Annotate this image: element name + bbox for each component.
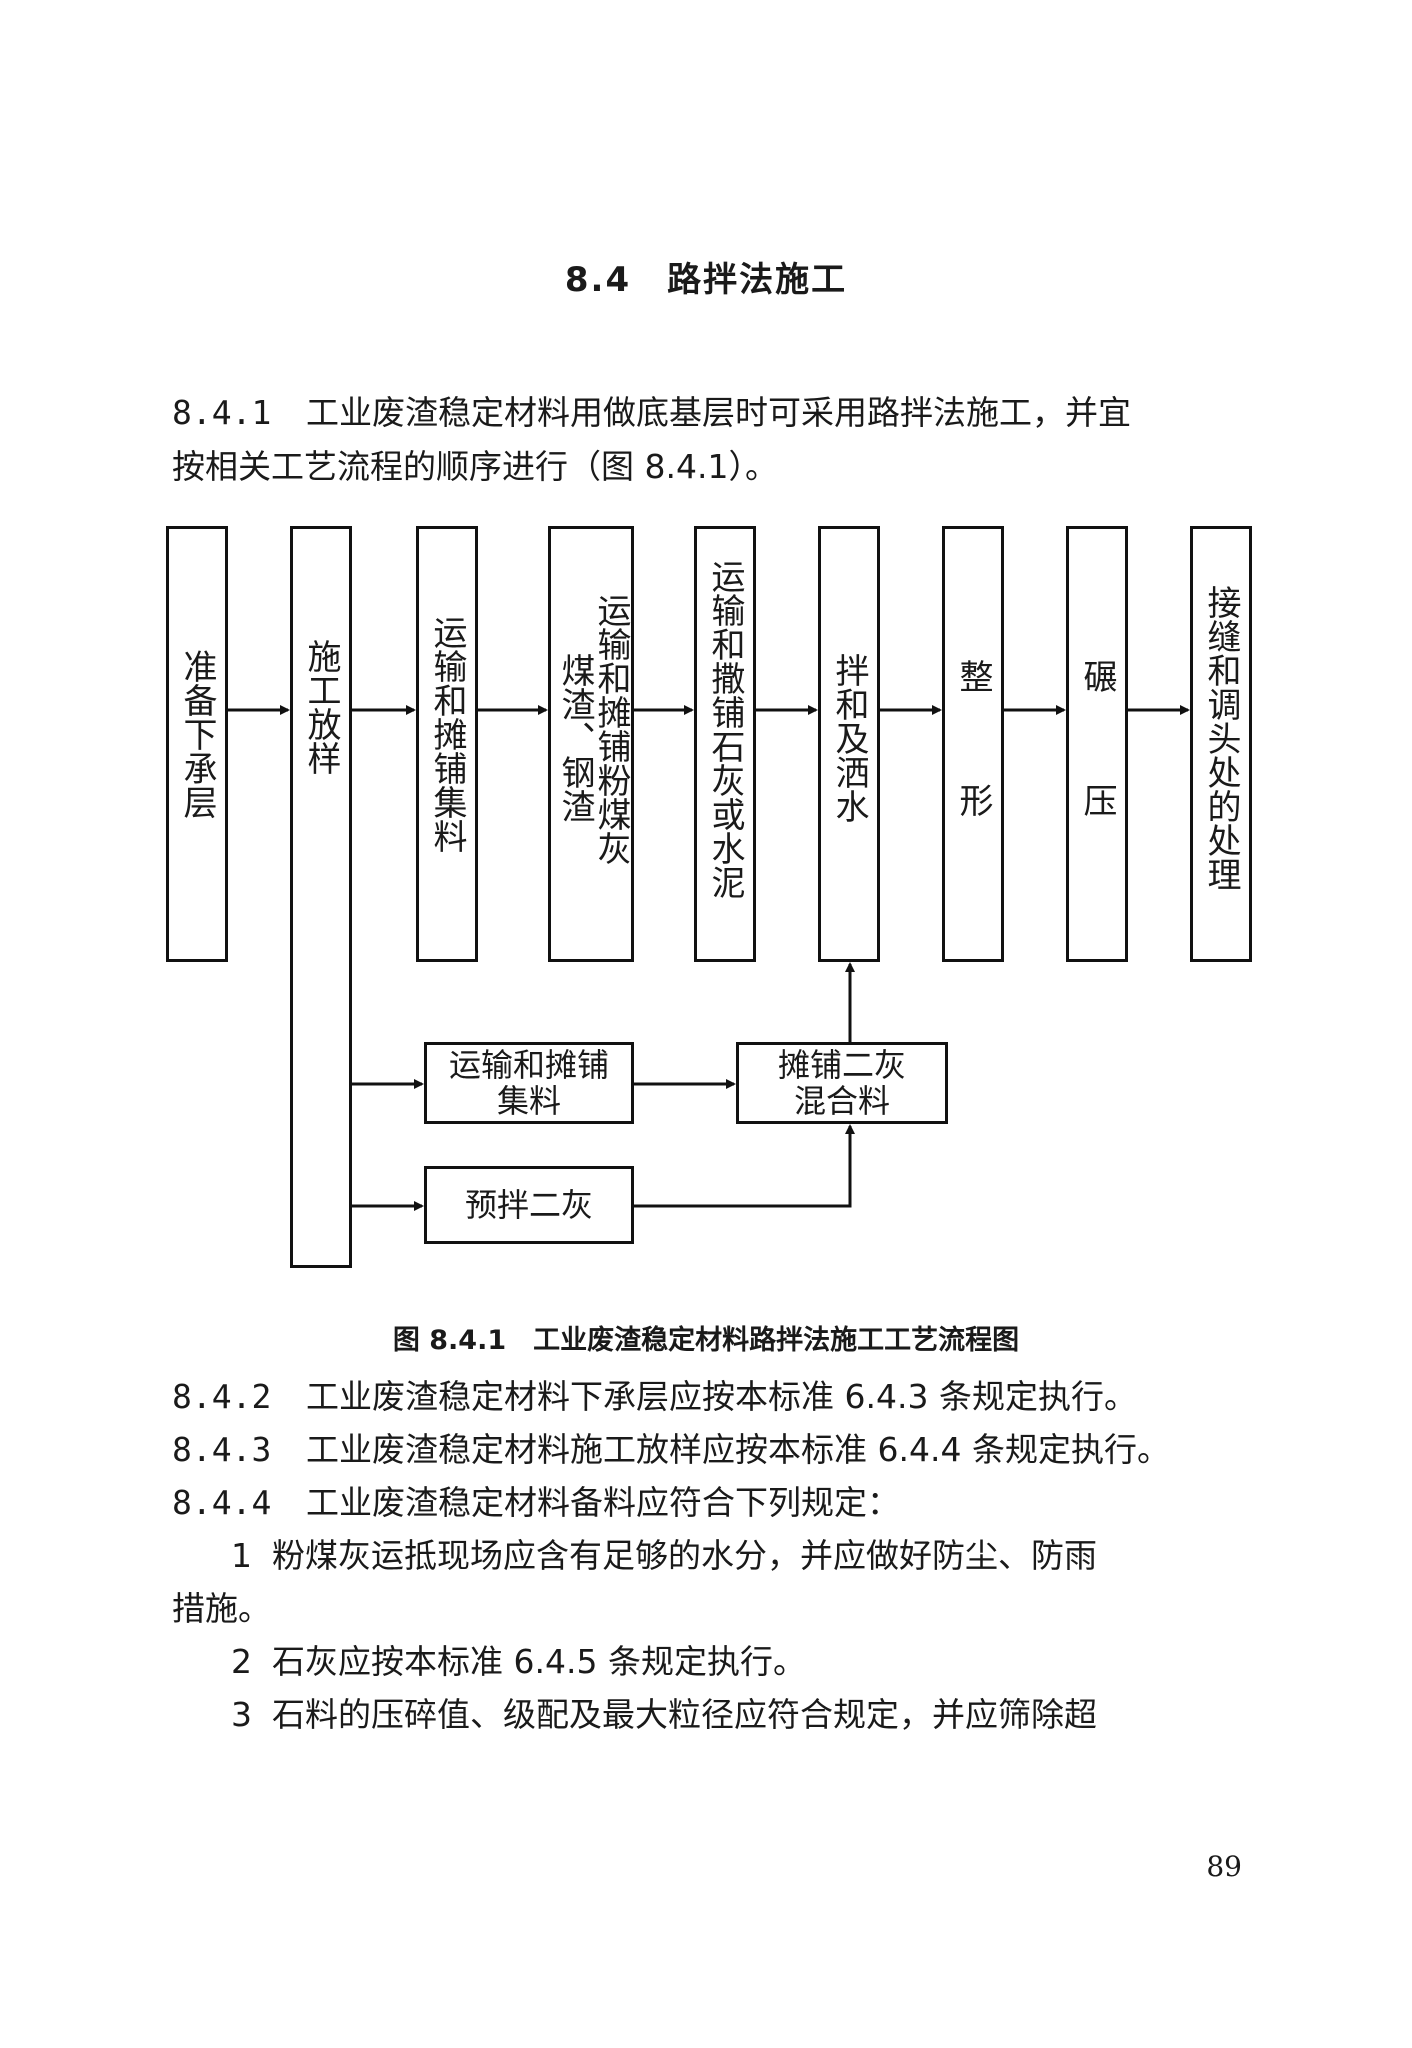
page-number: 89 <box>1206 1850 1242 1883</box>
clause-8-4-1-continued: 按相关工艺流程的顺序进行（图 8.4.1）。 <box>172 440 778 493</box>
clause-text: 工业废渣稳定材料施工放样应按本标准 6.4.4 条规定执行。 <box>306 1430 1170 1469</box>
list-item-1: 1 粉煤灰运抵现场应含有足够的水分，并应做好防尘、防雨 <box>212 1529 1097 1582</box>
item-text: 措施。 <box>172 1589 271 1628</box>
flow-step-label: 接缝和调头处的处理 <box>1201 585 1241 891</box>
flow-step-prepare: 准备下承层 <box>166 526 228 962</box>
flow-step-label: 运输和撒铺石灰或水泥 <box>705 559 745 899</box>
flow-step-label: 预拌二灰 <box>464 1186 593 1224</box>
item-number: 1 <box>231 1536 252 1575</box>
flow-step-label-secondary: 集料 <box>496 1082 561 1120</box>
item-text: 石料的压碎值、级配及最大粒径应符合规定，并应筛除超 <box>272 1695 1097 1734</box>
flow-branch-spread-mix: 摊铺二灰混合料 <box>736 1042 948 1124</box>
clause-number: 8.4.1 <box>172 393 272 432</box>
flow-step-label: 运输和摊铺集料 <box>427 615 467 853</box>
list-item-2: 2 石灰应按本标准 6.4.5 条规定执行。 <box>212 1635 806 1688</box>
flow-step-label: 整 形 <box>953 659 993 845</box>
item-text: 粉煤灰运抵现场应含有足够的水分，并应做好防尘、防雨 <box>272 1536 1097 1575</box>
flow-step-label: 碾 压 <box>1077 659 1117 845</box>
flow-step-compact: 碾 压 <box>1066 526 1128 962</box>
flow-step-label: 摊铺二灰 <box>777 1046 906 1084</box>
item-text: 石灰应按本标准 6.4.5 条规定执行。 <box>272 1642 806 1681</box>
clause-8-4-4: 8.4.4 工业废渣稳定材料备料应符合下列规定： <box>172 1476 900 1529</box>
figure-caption: 图 8.4.1 工业废渣稳定材料路拌法施工工艺流程图 <box>392 1325 1020 1356</box>
flow-step-label: 施工放样 <box>301 639 341 775</box>
flow-step-layout: 施工放样 <box>290 526 352 1268</box>
flow-step-label-secondary: 煤渣、钢渣 <box>555 653 595 823</box>
item-number: 3 <box>231 1695 252 1734</box>
page-title: 8.4 路拌法施工 <box>564 260 848 300</box>
clause-8-4-2: 8.4.2 工业废渣稳定材料下承层应按本标准 6.4.3 条规定执行。 <box>172 1370 1137 1423</box>
clause-number: 8.4.3 <box>172 1430 272 1469</box>
clause-8-4-1: 8.4.1 工业废渣稳定材料用做底基层时可采用路拌法施工，并宜 <box>172 386 1131 439</box>
item-number: 2 <box>231 1642 252 1681</box>
clause-text: 按相关工艺流程的顺序进行（图 8.4.1）。 <box>172 447 778 486</box>
clause-number: 8.4.2 <box>172 1377 272 1416</box>
list-item-3: 3 石料的压碎值、级配及最大粒径应符合规定，并应筛除超 <box>212 1688 1097 1741</box>
flow-step-mix: 拌和及洒水 <box>818 526 880 962</box>
flow-step-label: 拌和及洒水 <box>829 653 869 823</box>
clause-text: 工业废渣稳定材料备料应符合下列规定： <box>306 1483 900 1522</box>
flow-step-label-secondary: 混合料 <box>793 1082 890 1120</box>
flow-branch-aggregate: 运输和摊铺集料 <box>424 1042 634 1124</box>
arrow-premix-to-spread-mix <box>634 1124 855 1208</box>
flow-branch-premix: 预拌二灰 <box>424 1166 634 1244</box>
clause-text: 工业废渣稳定材料下承层应按本标准 6.4.3 条规定执行。 <box>306 1377 1137 1416</box>
flow-step-joint: 接缝和调头处的处理 <box>1190 526 1252 962</box>
flow-step-label: 准备下承层 <box>177 649 217 819</box>
flow-step-flyash: 运输和摊铺粉煤灰 煤渣、钢渣 <box>548 526 634 962</box>
flow-step-label: 运输和摊铺 <box>448 1046 609 1084</box>
flow-step-label: 运输和摊铺粉煤灰 <box>591 593 631 865</box>
flow-step-aggregate: 运输和摊铺集料 <box>416 526 478 962</box>
flow-step-shape: 整 形 <box>942 526 1004 962</box>
list-item-1-continued: 措施。 <box>172 1582 271 1635</box>
flow-step-lime: 运输和撒铺石灰或水泥 <box>694 526 756 962</box>
clause-8-4-3: 8.4.3 工业废渣稳定材料施工放样应按本标准 6.4.4 条规定执行。 <box>172 1423 1170 1476</box>
clause-text: 工业废渣稳定材料用做底基层时可采用路拌法施工，并宜 <box>306 393 1131 432</box>
clause-number: 8.4.4 <box>172 1483 272 1522</box>
